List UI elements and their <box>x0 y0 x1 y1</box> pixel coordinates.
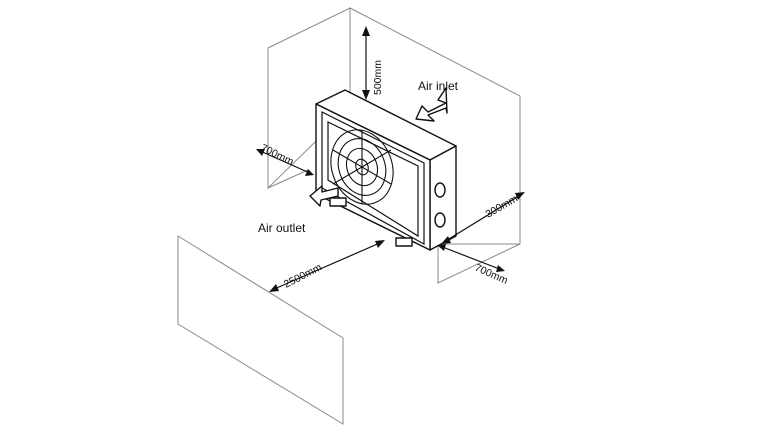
fan-icon <box>330 129 394 205</box>
front-obstacle-wall <box>177 235 344 425</box>
unit-foot-left <box>329 197 347 207</box>
air-inlet-label: Air inlet <box>418 79 459 93</box>
dimension-front: 2500mm <box>269 240 385 292</box>
dimension-front-label: 2500mm <box>282 261 324 290</box>
air-inlet-arrow-icon <box>415 87 448 122</box>
unit-side-face <box>429 145 457 251</box>
dimension-top-label: 500mm <box>372 60 384 95</box>
unit-front-face <box>315 103 431 251</box>
floor-edge-left <box>267 169 309 189</box>
air-outlet-arrow-icon <box>309 185 339 207</box>
pipe-connection-lower <box>434 212 446 228</box>
unit-front-frame <box>321 111 425 246</box>
dimension-back-label: 300mm <box>484 193 521 221</box>
air-outlet-label: Air outlet <box>258 221 306 235</box>
heat-pump-unit <box>315 89 457 251</box>
pipe-connection-upper <box>434 182 446 198</box>
dimension-left-label: 700mm <box>259 142 296 168</box>
dimension-top: 500mm <box>362 26 384 100</box>
dimension-right: 700mm <box>437 244 510 287</box>
unit-foot-right <box>395 237 413 247</box>
